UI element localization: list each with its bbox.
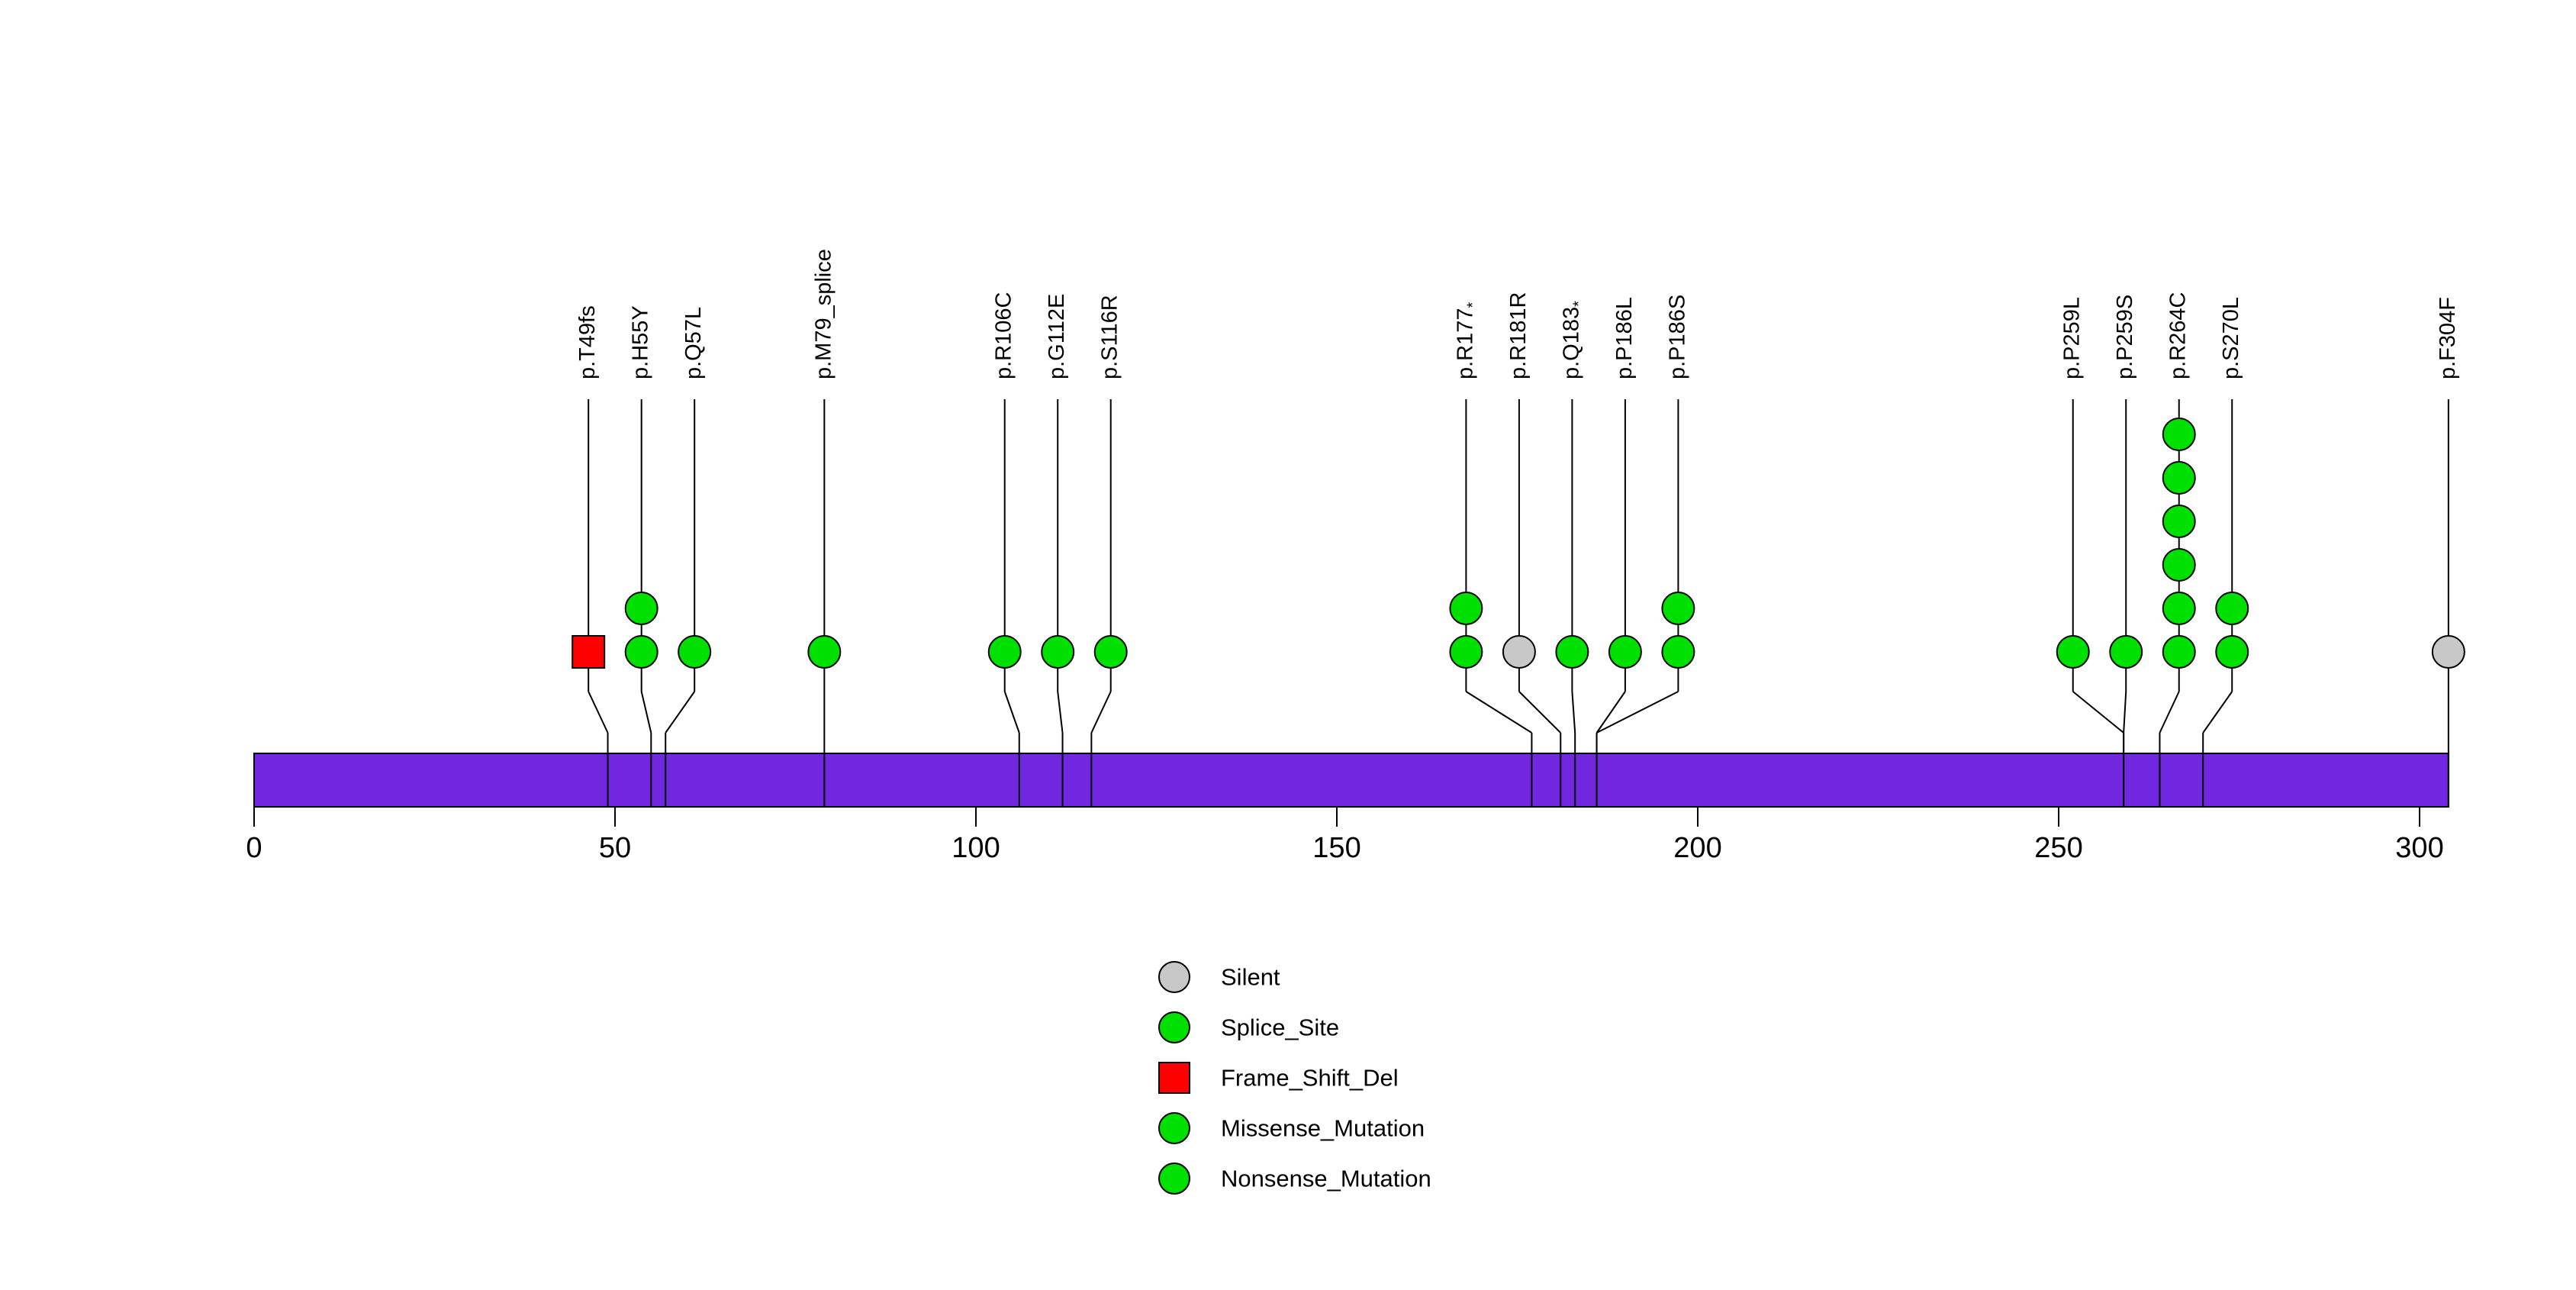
mutation-marker-circle xyxy=(1449,635,1483,669)
lollipop-elbow-connector xyxy=(1090,691,1112,734)
mutation-label-text: p.P259L xyxy=(2060,297,2085,379)
mutation-label: p.P186L xyxy=(1612,297,1637,379)
legend-label: Splice_Site xyxy=(1221,1014,1339,1041)
axis-tick-label: 200 xyxy=(1673,832,1721,864)
lollipop-elbow-connector xyxy=(1057,691,1064,734)
mutation-marker-circle xyxy=(987,635,1022,669)
lollipop-elbow-connector xyxy=(640,691,652,734)
mutation-label: p.F304F xyxy=(2436,297,2460,379)
mutation-marker-circle xyxy=(1661,592,1695,625)
mutation-marker-circle xyxy=(2215,592,2249,625)
mutation-label-text: p.G112E xyxy=(1045,294,1069,379)
lollipop-elbow-connector xyxy=(1596,691,1626,734)
axis-tick-label: 100 xyxy=(952,832,1000,864)
legend-marker-square xyxy=(1158,1062,1190,1094)
mutation-label: p.S270L xyxy=(2219,297,2243,379)
mutation-label-suffix: * xyxy=(1570,301,1587,307)
mutation-label: p.R181R xyxy=(1506,292,1531,379)
mutation-label: p.T49fs xyxy=(575,305,600,379)
mutation-marker-circle xyxy=(2162,592,2196,625)
legend-marker-circle xyxy=(1158,961,1190,993)
mutation-label-text: p.S270L xyxy=(2219,297,2243,379)
mutation-label: p.R177* xyxy=(1453,302,1481,379)
lollipop-elbow-connector xyxy=(1571,691,1576,734)
mutation-label: p.P259S xyxy=(2113,295,2137,379)
mutation-label-text: p.P259S xyxy=(2113,295,2137,379)
mutation-marker-circle xyxy=(2162,548,2196,582)
lollipop-elbow-connector xyxy=(2072,691,2124,734)
axis-tick-label: 50 xyxy=(599,832,631,864)
mutation-marker-circle xyxy=(2215,635,2249,669)
legend-marker-circle xyxy=(1158,1011,1190,1043)
mutation-label-text: p.R106C xyxy=(992,292,1016,379)
mutation-label-text: p.R181R xyxy=(1506,292,1531,379)
mutation-marker-circle xyxy=(1093,635,1128,669)
mutation-marker-circle xyxy=(1502,635,1536,669)
mutation-label-suffix: * xyxy=(1464,302,1481,308)
mutation-label: p.R264C xyxy=(2166,292,2191,379)
legend-label: Nonsense_Mutation xyxy=(1221,1166,1431,1192)
mutation-marker-circle xyxy=(2162,505,2196,538)
mutation-label-text: p.F304F xyxy=(2436,297,2460,379)
mutation-marker-square xyxy=(572,635,606,669)
lollipop-elbow-connector xyxy=(2159,691,2180,734)
mutation-marker-circle xyxy=(2162,418,2196,451)
mutation-label: p.P186S xyxy=(1665,295,1689,379)
mutation-label-text: p.R264C xyxy=(2166,292,2191,379)
axis-tick-label: 0 xyxy=(246,832,262,864)
legend-label: Silent xyxy=(1221,964,1280,991)
mutation-marker-circle xyxy=(1555,635,1589,669)
mutation-label: p.G112E xyxy=(1045,294,1069,379)
mutation-label-text: p.P186S xyxy=(1665,295,1689,379)
axis-tick-label: 300 xyxy=(2395,832,2443,864)
lollipop-elbow-connector xyxy=(2123,691,2127,734)
mutation-marker-circle xyxy=(1449,592,1483,625)
axis-tick-label: 150 xyxy=(1312,832,1360,864)
mutation-marker-circle xyxy=(2056,635,2090,669)
mutation-marker-circle xyxy=(624,592,658,625)
mutation-marker-circle xyxy=(1661,635,1695,669)
mutation-marker-circle xyxy=(678,635,712,669)
mutation-marker-circle xyxy=(2431,635,2465,669)
lollipop-elbow-connector xyxy=(1465,691,1532,734)
mutation-label: p.M79_splice xyxy=(811,249,836,379)
lollipop-elbow-connector xyxy=(1596,691,1679,734)
mutation-marker-circle xyxy=(1041,635,1075,669)
legend-marker-circle xyxy=(1158,1163,1190,1195)
mutation-marker-circle xyxy=(2109,635,2143,669)
mutation-label: p.H55Y xyxy=(629,305,653,379)
mutation-label: p.Q57L xyxy=(681,307,706,379)
lollipop-elbow-connector xyxy=(2202,691,2233,734)
mutation-label-text: p.M79_splice xyxy=(811,249,836,379)
mutation-label-text: p.T49fs xyxy=(575,305,600,379)
mutation-label: p.P259L xyxy=(2060,297,2085,379)
gene-body-bar xyxy=(253,753,2449,808)
mutation-label: p.S116R xyxy=(1098,295,1122,379)
mutation-marker-circle xyxy=(807,635,842,669)
lollipop-elbow-connector xyxy=(1518,691,1561,734)
mutation-marker-circle xyxy=(1608,635,1642,669)
mutation-marker-circle xyxy=(2162,635,2196,669)
lollipop-elbow-connector xyxy=(588,691,609,734)
axis-tick-label: 250 xyxy=(2034,832,2082,864)
mutation-label-text: p.P186L xyxy=(1612,297,1637,379)
mutation-marker-circle xyxy=(2162,461,2196,495)
mutation-label-text: p.H55Y xyxy=(629,305,653,379)
mutation-label-text: p.R177 xyxy=(1453,308,1477,379)
legend-marker-circle xyxy=(1158,1112,1190,1144)
legend-label: Missense_Mutation xyxy=(1221,1115,1425,1142)
mutation-label-text: p.Q183 xyxy=(1559,307,1583,379)
mutation-label-text: p.S116R xyxy=(1098,295,1122,379)
mutation-label: p.Q183* xyxy=(1559,301,1587,379)
lollipop-elbow-connector xyxy=(1003,691,1020,734)
legend-label: Frame_Shift_Del xyxy=(1221,1065,1399,1092)
mutation-label: p.R106C xyxy=(992,292,1016,379)
mutation-marker-circle xyxy=(624,635,658,669)
lollipop-elbow-connector xyxy=(665,691,696,734)
mutation-label-text: p.Q57L xyxy=(681,307,706,379)
